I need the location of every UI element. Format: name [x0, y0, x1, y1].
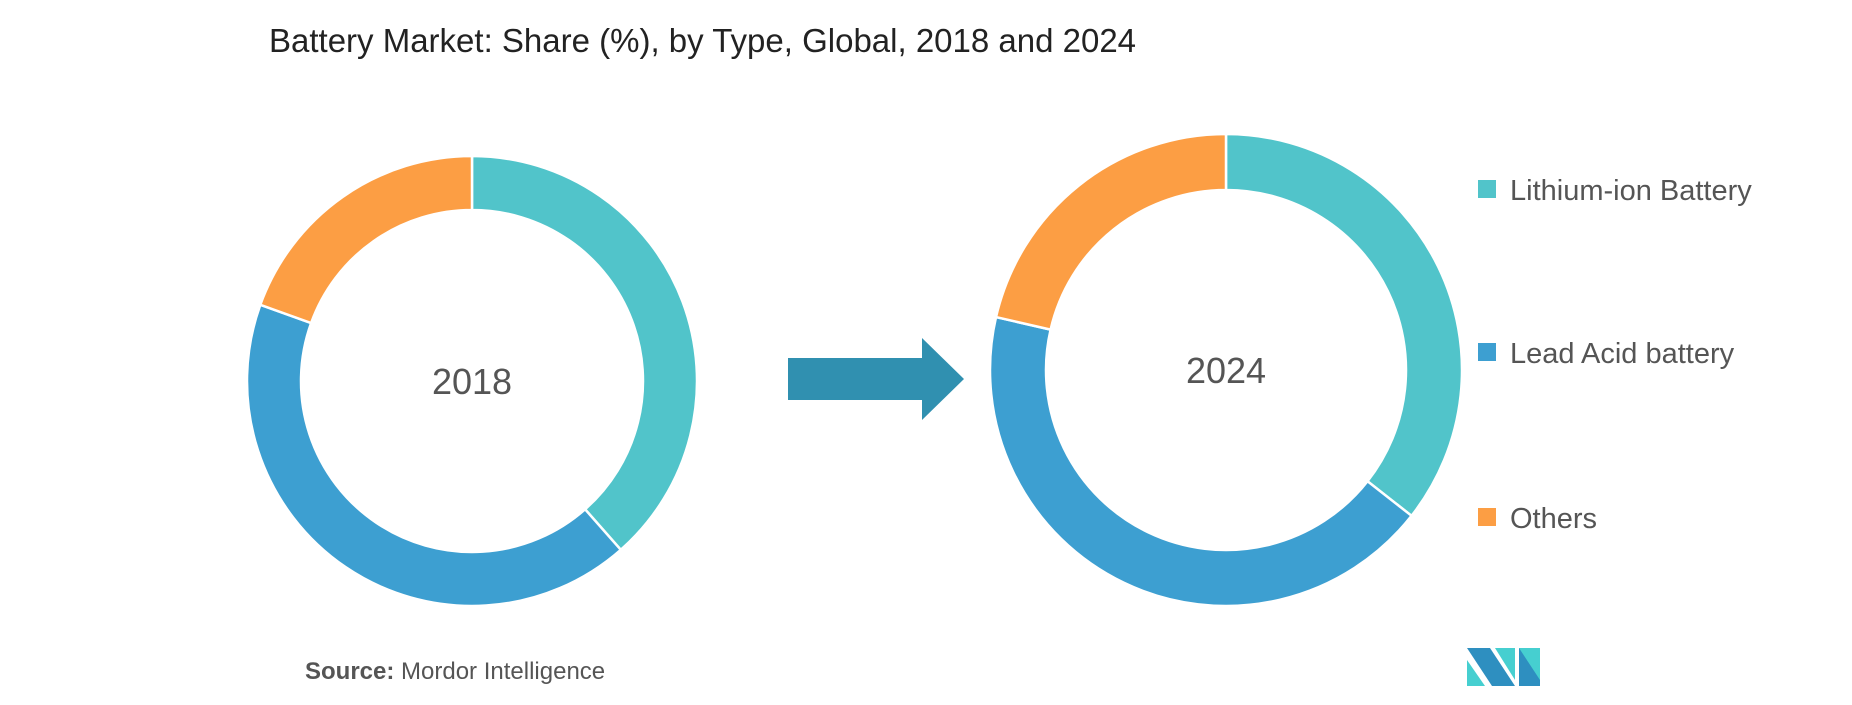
legend-swatch-others: [1478, 508, 1496, 526]
chart-title: Battery Market: Share (%), by Type, Glob…: [269, 22, 1136, 59]
legend-label-lithium: Lithium-ion Battery: [1510, 175, 1752, 207]
slice-lithium-ion-battery: [470, 154, 699, 552]
slice-others: [258, 154, 474, 325]
legend-label-lead-acid: Lead Acid battery: [1510, 338, 1735, 370]
donut-2024: [988, 132, 1464, 608]
legend-swatch-lead-acid: [1478, 343, 1496, 361]
center-label-2024: 2024: [1186, 350, 1266, 391]
source-note: Source: Mordor Intelligence: [305, 658, 605, 685]
donut-2018: [245, 154, 699, 608]
arrow-icon: [788, 338, 964, 420]
slice-lead-acid-battery: [988, 315, 1414, 608]
source-text: Mordor Intelligence: [394, 658, 605, 685]
slice-lead-acid-battery: [245, 303, 623, 608]
center-label-2018: 2018: [432, 361, 512, 402]
legend: Lithium-ion Battery Lead Acid battery Ot…: [1478, 175, 1752, 535]
mordor-logo: [1467, 648, 1540, 686]
slice-others: [994, 132, 1228, 332]
slice-lithium-ion-battery: [1224, 132, 1464, 518]
source-label: Source:: [305, 658, 394, 685]
legend-label-others: Others: [1510, 503, 1597, 535]
legend-swatch-lithium: [1478, 180, 1496, 198]
